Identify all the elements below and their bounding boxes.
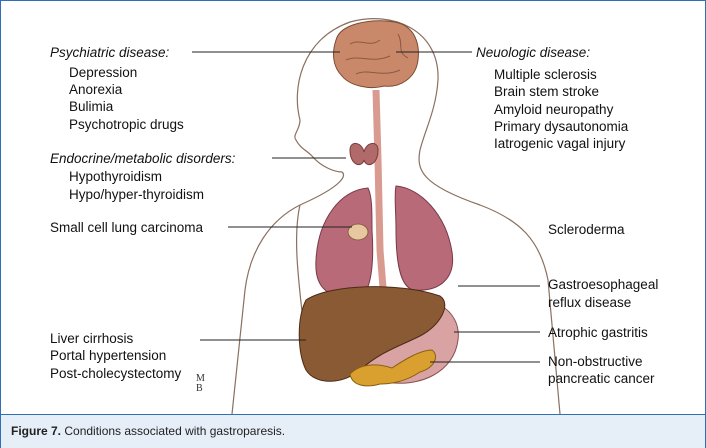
caption-bar: Figure 7. Conditions associated with gas… (1, 414, 705, 448)
endocrine-item: Hypothyroidism (69, 168, 162, 185)
endocrine-heading: Endocrine/metabolic disorders: (50, 150, 235, 167)
left-lung (395, 186, 452, 290)
pancreatic-label-line: pancreatic cancer (548, 370, 655, 387)
neurologic-item: Amyloid neuropathy (494, 101, 613, 118)
lung-carcinoma-label: Small cell lung carcinoma (50, 219, 203, 236)
neurologic-item: Primary dysautonomia (494, 118, 628, 135)
psychiatric-item: Depression (69, 64, 137, 81)
caption-text: Conditions associated with gastroparesis… (61, 424, 285, 438)
liver-item: Post-cholecystectomy (50, 365, 181, 382)
atrophic-gastritis-label: Atrophic gastritis (548, 324, 648, 341)
psychiatric-item: Bulimia (69, 98, 113, 115)
figure-caption: Figure 7. Conditions associated with gas… (11, 424, 285, 438)
caption-label: Figure 7. (11, 424, 61, 438)
neurologic-heading: Neuologic disease: (476, 44, 590, 61)
signature-letter: B (196, 384, 205, 394)
thyroid-illustration (350, 143, 378, 164)
psychiatric-item: Anorexia (69, 81, 122, 98)
neurologic-item: Brain stem stroke (494, 83, 599, 100)
gerd-label-line: reflux disease (548, 294, 631, 311)
artist-signature: M B (196, 374, 205, 394)
gerd-label-line: Gastroesophageal (548, 276, 658, 293)
psychiatric-item: Psychotropic drugs (69, 116, 184, 133)
brain-illustration (334, 21, 419, 88)
right-lung (316, 188, 373, 297)
psychiatric-heading: Psychiatric disease: (50, 44, 169, 61)
neurologic-item: Iatrogenic vagal injury (494, 135, 625, 152)
scleroderma-label: Scleroderma (548, 221, 625, 238)
endocrine-item: Hypo/hyper-thyroidism (69, 186, 204, 203)
pancreatic-label-line: Non-obstructive (548, 353, 643, 370)
liver-item: Liver cirrhosis (50, 330, 133, 347)
esophagus (376, 90, 384, 300)
liver-item: Portal hypertension (50, 347, 166, 364)
lung-tumor (348, 224, 368, 240)
neurologic-item: Multiple sclerosis (494, 66, 597, 83)
